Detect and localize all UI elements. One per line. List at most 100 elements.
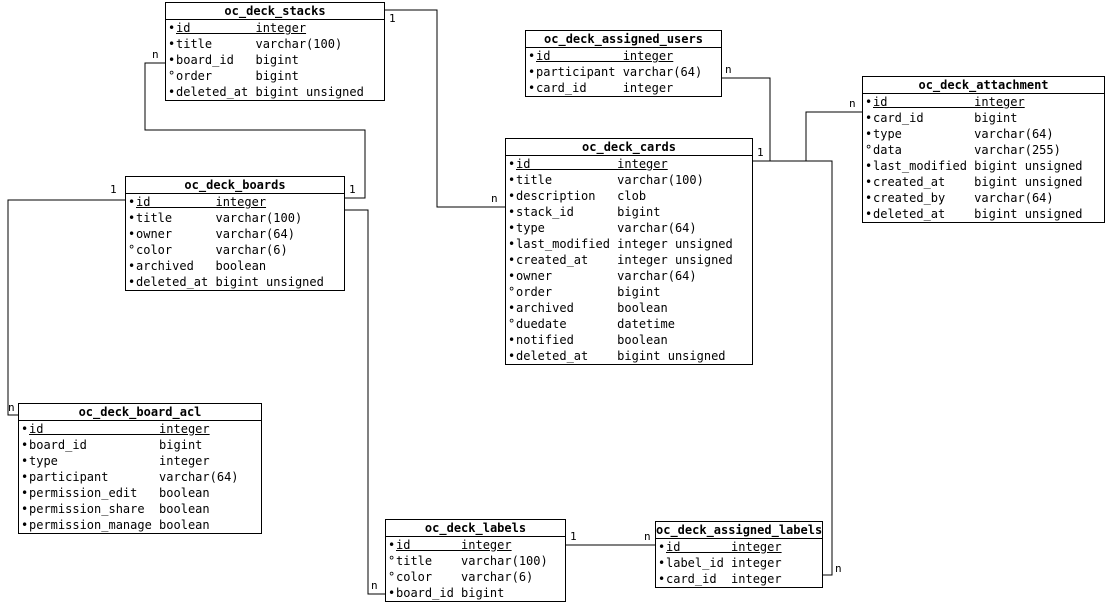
notnull-bullet-icon: • — [508, 221, 516, 235]
nullable-bullet-icon: ° — [508, 285, 516, 299]
notnull-bullet-icon: • — [508, 237, 516, 251]
column-text: duedate datetime — [516, 317, 675, 331]
column-text: participant varchar(64) — [29, 470, 239, 484]
column-deleted_at: •deleted_at bigint unsigned — [166, 84, 384, 100]
column-text: deleted_at bigint unsigned — [176, 85, 364, 99]
column-id: •id integer — [526, 48, 721, 64]
notnull-bullet-icon: • — [21, 518, 29, 532]
entity-oc_deck_cards[interactable]: oc_deck_cards•id integer•title varchar(1… — [505, 138, 753, 365]
cardinality-label: 1 — [389, 12, 396, 25]
column-description: •description clob — [506, 188, 752, 204]
column-created_at: •created_at integer unsigned — [506, 252, 752, 268]
column-color: °color varchar(6) — [126, 242, 344, 258]
column-title: •title varchar(100) — [126, 210, 344, 226]
notnull-bullet-icon: • — [865, 95, 873, 109]
notnull-bullet-icon: • — [508, 157, 516, 171]
notnull-bullet-icon: • — [865, 111, 873, 125]
column-id: •id integer — [386, 537, 565, 553]
entity-title: oc_deck_board_acl — [19, 404, 261, 421]
column-text: card_id integer — [536, 81, 674, 95]
notnull-bullet-icon: • — [168, 53, 176, 67]
column-text: board_id bigint — [176, 53, 299, 67]
entity-oc_deck_board_acl[interactable]: oc_deck_board_acl•id integer•board_id bi… — [18, 403, 262, 534]
column-board_id: •board_id bigint — [166, 52, 384, 68]
cardinality-label: n — [491, 192, 498, 205]
notnull-bullet-icon: • — [508, 301, 516, 315]
nullable-bullet-icon: ° — [388, 570, 396, 584]
column-created_by: •created_by varchar(64) — [863, 190, 1104, 206]
column-id: •id integer — [19, 421, 261, 437]
entity-title: oc_deck_cards — [506, 139, 752, 156]
notnull-bullet-icon: • — [508, 349, 516, 363]
entity-oc_deck_labels[interactable]: oc_deck_labels•id integer°title varchar(… — [385, 519, 566, 602]
column-text-primary-key: id integer — [666, 540, 782, 554]
notnull-bullet-icon: • — [508, 205, 516, 219]
column-duedate: °duedate datetime — [506, 316, 752, 332]
column-text: permission_manage boolean — [29, 518, 210, 532]
notnull-bullet-icon: • — [528, 81, 536, 95]
notnull-bullet-icon: • — [168, 85, 176, 99]
column-label_id: •label_id integer — [656, 555, 822, 571]
nullable-bullet-icon: ° — [168, 69, 176, 83]
column-text: deleted_at bigint unsigned — [136, 275, 324, 289]
notnull-bullet-icon: • — [528, 49, 536, 63]
column-notified: •notified boolean — [506, 332, 752, 348]
column-text: data varchar(255) — [873, 143, 1061, 157]
column-id: •id integer — [863, 94, 1104, 110]
column-id: •id integer — [506, 156, 752, 172]
column-owner: •owner varchar(64) — [126, 226, 344, 242]
notnull-bullet-icon: • — [21, 422, 29, 436]
notnull-bullet-icon: • — [168, 37, 176, 51]
notnull-bullet-icon: • — [21, 502, 29, 516]
column-id: •id integer — [656, 539, 822, 555]
cardinality-label: n — [371, 579, 378, 592]
entity-oc_deck_boards[interactable]: oc_deck_boards•id integer•title varchar(… — [125, 176, 345, 291]
entity-oc_deck_assigned_labels[interactable]: oc_deck_assigned_labels•id integer•label… — [655, 521, 823, 588]
column-title: •title varchar(100) — [166, 36, 384, 52]
column-text: color varchar(6) — [396, 570, 534, 584]
notnull-bullet-icon: • — [865, 159, 873, 173]
column-board_id: •board_id bigint — [386, 585, 565, 601]
column-type: •type varchar(64) — [863, 126, 1104, 142]
cardinality-label: 1 — [570, 530, 577, 543]
notnull-bullet-icon: • — [865, 207, 873, 221]
cardinality-label: 1 — [349, 183, 356, 196]
column-type: •type varchar(64) — [506, 220, 752, 236]
cardinality-label: n — [725, 63, 732, 76]
notnull-bullet-icon: • — [128, 275, 136, 289]
column-text: last_modified integer unsigned — [516, 237, 733, 251]
column-deleted_at: •deleted_at bigint unsigned — [506, 348, 752, 364]
cardinality-label: n — [835, 562, 842, 575]
connector-cards-to-assigned_labels — [753, 160, 833, 576]
column-text: archived boolean — [136, 259, 267, 273]
column-order: °order bigint — [506, 284, 752, 300]
column-stack_id: •stack_id bigint — [506, 204, 752, 220]
column-text: label_id integer — [666, 556, 782, 570]
entity-oc_deck_assigned_users[interactable]: oc_deck_assigned_users•id integer•partic… — [525, 30, 722, 97]
entity-oc_deck_stacks[interactable]: oc_deck_stacks•id integer•title varchar(… — [165, 2, 385, 101]
connector-boards-to-labels — [345, 209, 385, 595]
notnull-bullet-icon: • — [865, 127, 873, 141]
entity-oc_deck_attachment[interactable]: oc_deck_attachment•id integer•card_id bi… — [862, 76, 1105, 223]
notnull-bullet-icon: • — [128, 195, 136, 209]
entity-title: oc_deck_boards — [126, 177, 344, 194]
column-participant: •participant varchar(64) — [19, 469, 261, 485]
column-text: color varchar(6) — [136, 243, 288, 257]
column-card_id: •card_id integer — [656, 571, 822, 587]
column-text: type varchar(64) — [516, 221, 697, 235]
column-text: title varchar(100) — [136, 211, 303, 225]
column-text: last_modified bigint unsigned — [873, 159, 1083, 173]
column-text: description clob — [516, 189, 647, 203]
entity-title: oc_deck_attachment — [863, 77, 1104, 94]
column-text: created_by varchar(64) — [873, 191, 1054, 205]
column-deleted_at: •deleted_at bigint unsigned — [863, 206, 1104, 222]
column-permission_manage: •permission_manage boolean — [19, 517, 261, 533]
notnull-bullet-icon: • — [508, 269, 516, 283]
notnull-bullet-icon: • — [528, 65, 536, 79]
notnull-bullet-icon: • — [508, 333, 516, 347]
nullable-bullet-icon: ° — [388, 554, 396, 568]
nullable-bullet-icon: ° — [865, 143, 873, 157]
column-type: •type integer — [19, 453, 261, 469]
column-archived: •archived boolean — [506, 300, 752, 316]
